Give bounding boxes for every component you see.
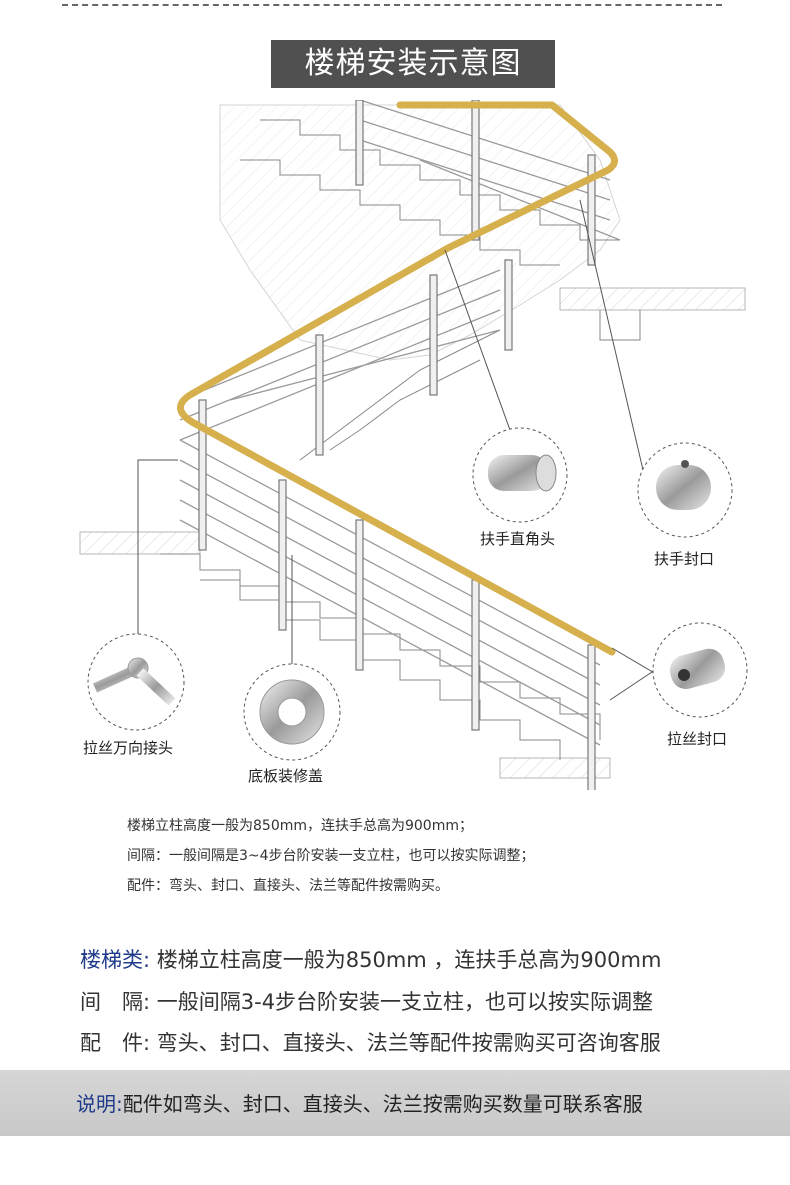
spec-value: 楼梯立柱高度一般为850mm ，连扶手总高为900mm — [150, 948, 662, 972]
spec-key: 楼梯类: — [80, 948, 151, 972]
label-wire-cap: 拉丝封口 — [667, 730, 728, 748]
note-line: 间隔：一般间隔是3~4步台阶安装一支立柱，也可以按实际调整； — [127, 848, 535, 864]
spec-key: 配 件: — [80, 1031, 151, 1055]
spec-value: 弯头、封口、直接头、法兰等配件按需购买可咨询客服 — [150, 1031, 661, 1055]
leader-lines — [137, 199, 701, 701]
universal-joint-callout — [87, 633, 185, 731]
spec-row: 间 隔: 一般间隔3-4步台阶安装一支立柱，也可以按实际调整 — [80, 986, 653, 1016]
label-handrail-cap: 扶手封口 — [654, 550, 715, 568]
note-line: 配件：弯头、封口、直接头、法兰等配件按需购买。 — [127, 878, 449, 894]
spec-row: 楼梯类: 楼梯立柱高度一般为850mm ，连扶手总高为900mm — [80, 944, 661, 974]
footer-key: 说明: — [76, 1092, 123, 1116]
note-line: 楼梯立柱高度一般为850mm，连扶手总高为900mm； — [127, 818, 473, 834]
label-universal-joint: 拉丝万向接头 — [83, 739, 174, 757]
handrail — [177, 101, 618, 656]
spec-value: 一般间隔3-4步台阶安装一支立柱，也可以按实际调整 — [150, 990, 654, 1014]
spec-row: 配 件: 弯头、封口、直接头、法兰等配件按需购买可咨询客服 — [80, 1027, 661, 1057]
base-cover-callout — [243, 663, 341, 761]
top-dashed-line — [62, 4, 722, 6]
footer-text: 说明:配件如弯头、封口、直接头、法兰按需购买数量可联系客服 — [76, 1088, 643, 1117]
spec-key: 间 隔: — [80, 990, 151, 1014]
label-base-cover: 底板装修盖 — [248, 767, 324, 785]
page-title: 楼梯安装示意图 — [271, 40, 555, 88]
footer-band: 说明:配件如弯头、封口、直接头、法兰按需购买数量可联系客服 — [0, 1070, 790, 1136]
wire-cap-callout — [652, 622, 748, 718]
stair-diagram — [79, 100, 748, 790]
handrail-cap-callout — [637, 442, 733, 538]
elbow-callout — [472, 427, 568, 523]
upper-stair-flight — [219, 104, 746, 361]
label-elbow: 扶手直角头 — [480, 530, 556, 548]
footer-value: 配件如弯头、封口、直接头、法兰按需购买数量可联系客服 — [122, 1092, 643, 1116]
wire-rods-lower — [179, 100, 621, 746]
